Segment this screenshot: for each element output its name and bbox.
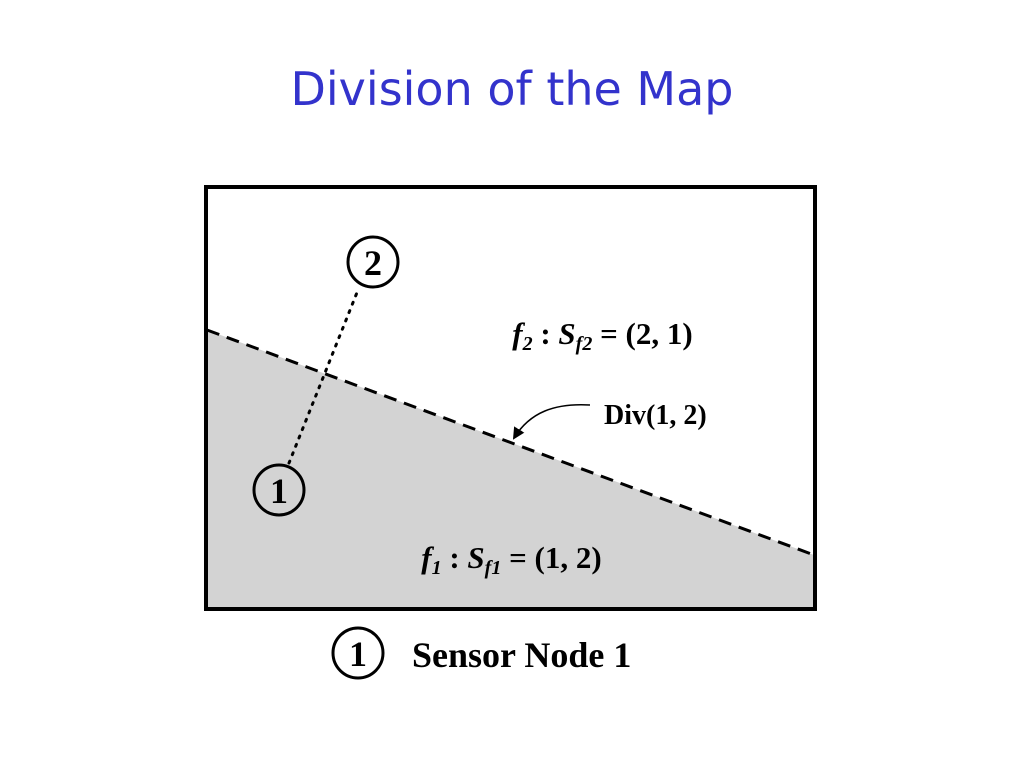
slide-title: Division of the Map (290, 62, 734, 116)
legend-node-symbol (331, 626, 385, 680)
sensor-node-1-label: 1 (270, 471, 288, 511)
sensor-node-2: 2 (346, 235, 400, 289)
node-link-dotted (287, 288, 360, 465)
legend-text: Sensor Node 1 (412, 635, 631, 675)
division-line (206, 328, 815, 557)
legend: 1 Sensor Node 1 (331, 626, 631, 680)
region-f1-label: f1 : Sf1 = (1, 2) (367, 540, 640, 579)
sensor-node-1: 1 (252, 463, 306, 517)
region-f1-shading (207, 330, 814, 608)
map-border (204, 185, 817, 611)
division-pointer-arrow (512, 403, 591, 440)
region-f2-label: f2 : Sf2 = (2, 1) (458, 316, 731, 355)
division-label: Div(1, 2) (604, 400, 707, 431)
sensor-node-2-label: 2 (364, 243, 382, 283)
legend-node-symbol-label: 1 (349, 634, 367, 674)
